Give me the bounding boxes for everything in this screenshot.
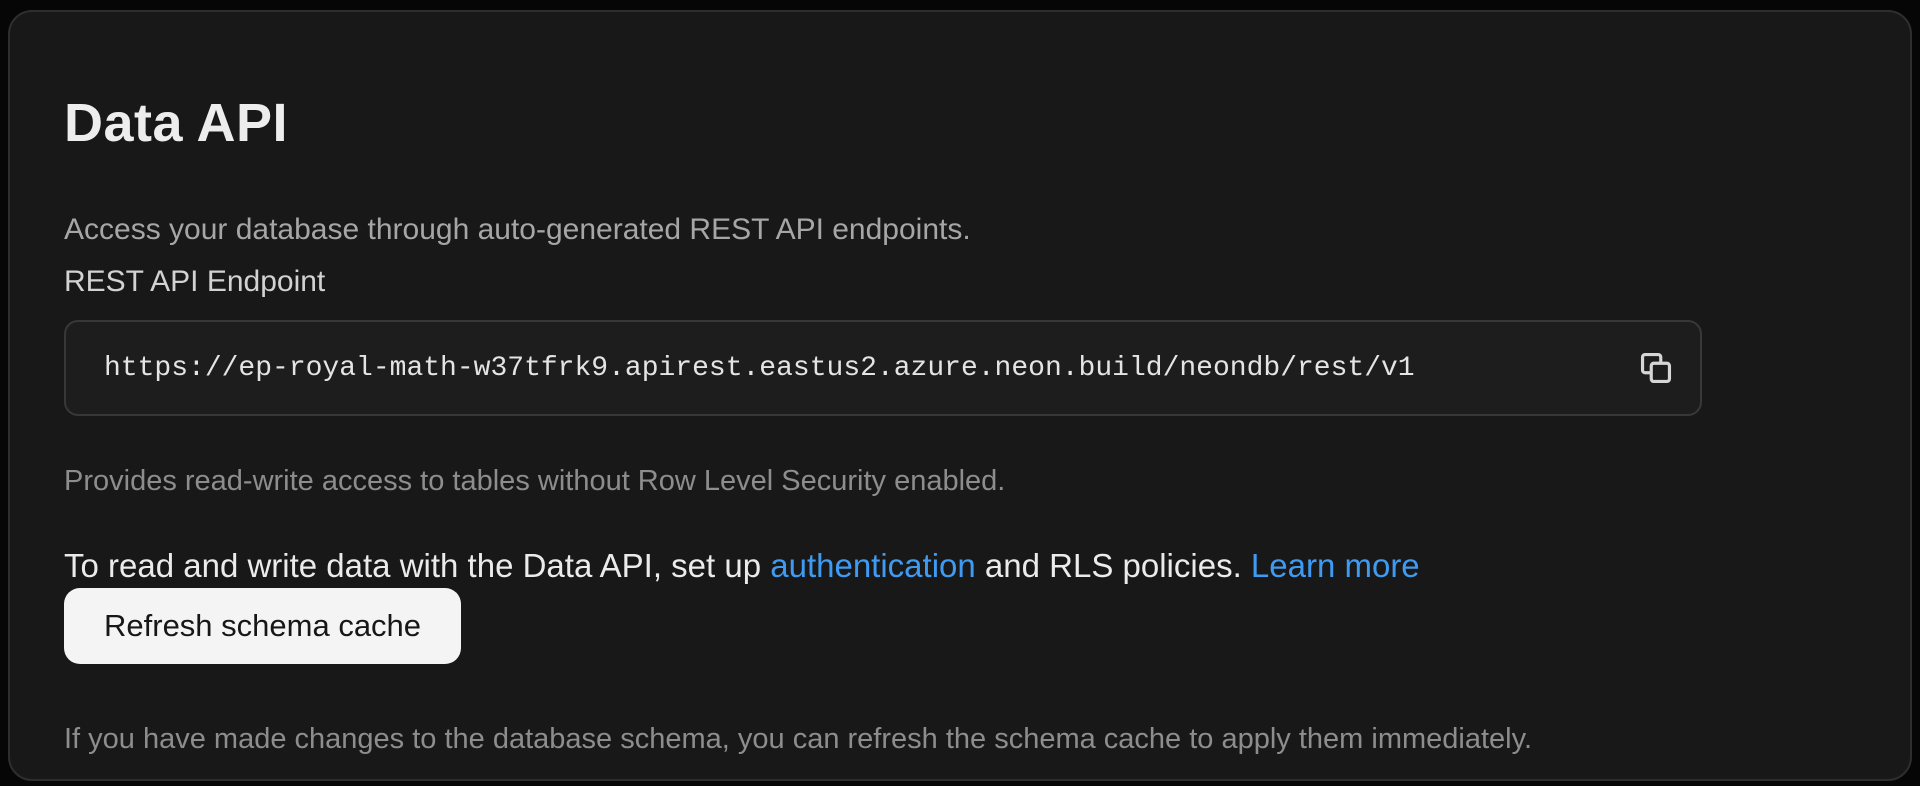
data-api-card: Data API Access your database through au… bbox=[8, 10, 1912, 781]
endpoint-url-value[interactable]: https://ep-royal-math-w37tfrk9.apirest.e… bbox=[104, 352, 1415, 384]
endpoint-url-field[interactable]: https://ep-royal-math-w37tfrk9.apirest.e… bbox=[64, 320, 1702, 416]
authentication-link[interactable]: authentication bbox=[770, 547, 976, 584]
copy-endpoint-button[interactable] bbox=[1626, 338, 1686, 398]
refresh-helper-text: If you have made changes to the database… bbox=[64, 723, 1533, 755]
page-description: Access your database through auto-genera… bbox=[64, 213, 971, 246]
rls-note-text-middle: and RLS policies. bbox=[975, 547, 1251, 584]
page-title: Data API bbox=[64, 93, 289, 154]
endpoint-helper-text: Provides read-write access to tables wit… bbox=[64, 465, 1006, 497]
rls-note: To read and write data with the Data API… bbox=[64, 545, 1420, 588]
endpoint-label: REST API Endpoint bbox=[64, 265, 326, 298]
copy-icon bbox=[1637, 349, 1675, 387]
learn-more-link[interactable]: Learn more bbox=[1250, 547, 1420, 584]
refresh-schema-cache-button[interactable]: Refresh schema cache bbox=[64, 588, 462, 664]
rls-note-text-before: To read and write data with the Data API… bbox=[64, 547, 771, 584]
